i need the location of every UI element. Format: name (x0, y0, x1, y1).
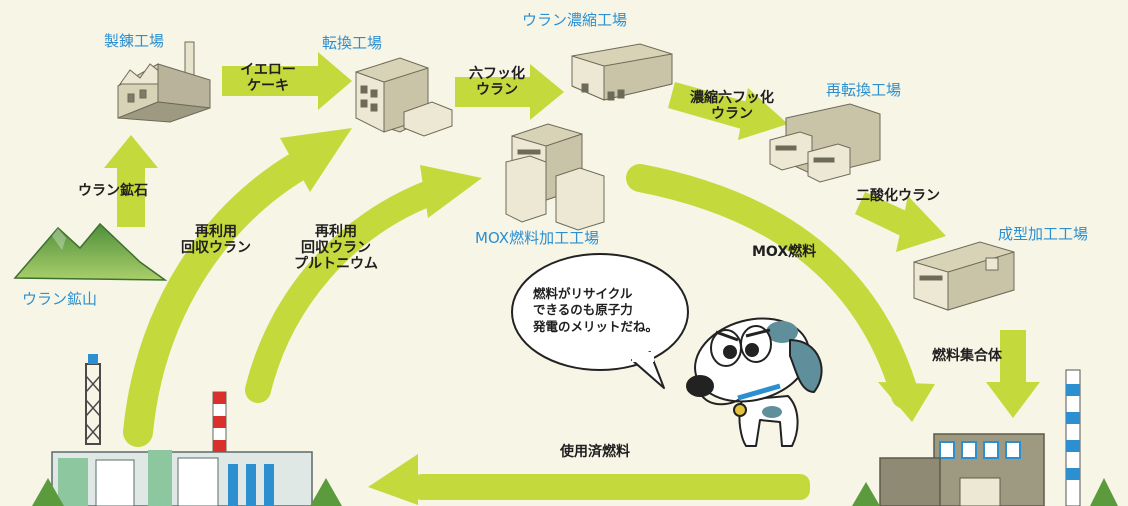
label-uf6-line2: ウラン (476, 82, 518, 99)
label-fuel-assembly: 燃料集合体 (932, 348, 1002, 364)
speech-line-3: 発電のメリットだね。 (533, 318, 659, 334)
label-uf6-line1: 六フッ化 (469, 66, 525, 82)
label-recycled-plutonium-line2: 回収ウラン (301, 240, 371, 257)
label-recycled-uranium: 再利用 回収ウラン (172, 224, 260, 256)
reprocessing-plant-icon (852, 369, 1118, 506)
arrow-yellowcake (222, 52, 352, 110)
label-enrichment-plant: ウラン濃縮工場 (522, 11, 628, 29)
speech-line-1: 燃料がリサイクル (533, 286, 633, 301)
label-enriched-uf6-line1: 濃縮六フッ化 (690, 90, 774, 106)
label-recycled-uranium-line2: 回収ウラン (181, 240, 251, 257)
mox-plant-icon (505, 123, 605, 231)
arrow-uf6 (455, 64, 564, 120)
arrowhead-mox (878, 382, 935, 422)
label-uranium-ore: ウラン鉱石 (78, 183, 148, 199)
speech-line-2: できるのも原子力 (533, 302, 633, 318)
label-yellowcake-line2: ケーキ (247, 78, 289, 95)
fabrication-plant-icon (913, 241, 1015, 311)
label-spent-fuel: 使用済燃料 (560, 444, 630, 460)
label-enriched-uf6: 濃縮六フッ化 ウラン (678, 90, 786, 122)
refining-plant-icon (117, 41, 211, 123)
label-yellowcake-line1: イエロー (240, 62, 296, 78)
label-mox-fuel: MOX燃料 (752, 244, 817, 260)
label-fabrication-plant: 成型加工工場 (998, 225, 1089, 243)
uranium-mine-icon (13, 222, 168, 281)
label-uranium-mine: ウラン鉱山 (22, 290, 98, 308)
label-yellowcake: イエロー ケーキ (232, 62, 304, 94)
dog-mascot-icon (686, 317, 823, 447)
label-recycled-plutonium-line3: プルトニウム (294, 256, 378, 273)
speech-bubble-shape (511, 253, 689, 389)
arrow-uo2 (855, 192, 946, 252)
label-enriched-uf6-line2: ウラン (711, 106, 753, 123)
reconversion-plant-icon (769, 103, 881, 183)
label-refining-plant: 製錬工場 (104, 32, 165, 50)
speech-bubble-text: 燃料がリサイクル できるのも原子力 発電のメリットだね。 (533, 286, 658, 335)
arrow-ore (104, 135, 158, 227)
arrow-assembly (986, 330, 1040, 418)
label-uranium-dioxide: 二酸化ウラン (856, 188, 940, 204)
label-recycled-plutonium-line1: 再利用 (315, 224, 357, 240)
label-reconversion-plant: 再転換工場 (826, 81, 902, 99)
conversion-plant-icon (355, 57, 453, 137)
label-uf6: 六フッ化 ウラン (462, 66, 532, 98)
label-recycled-plutonium: 再利用 回収ウラン プルトニウム (284, 224, 388, 272)
enrichment-plant-icon (571, 43, 673, 101)
flow-arrows (104, 52, 1040, 505)
label-mox-plant: MOX燃料加工工場 (475, 229, 600, 247)
recycle-arrows (123, 150, 919, 447)
arrow-spent-fuel (368, 454, 810, 505)
arrow-enriched-uf6 (668, 82, 788, 140)
label-recycled-uranium-line1: 再利用 (195, 224, 237, 240)
arrowhead-recycle-u (280, 128, 352, 192)
nuclear-power-plant-icon (32, 354, 342, 506)
label-conversion-plant: 転換工場 (322, 34, 383, 52)
arrowhead-recycle-pu (420, 165, 482, 218)
